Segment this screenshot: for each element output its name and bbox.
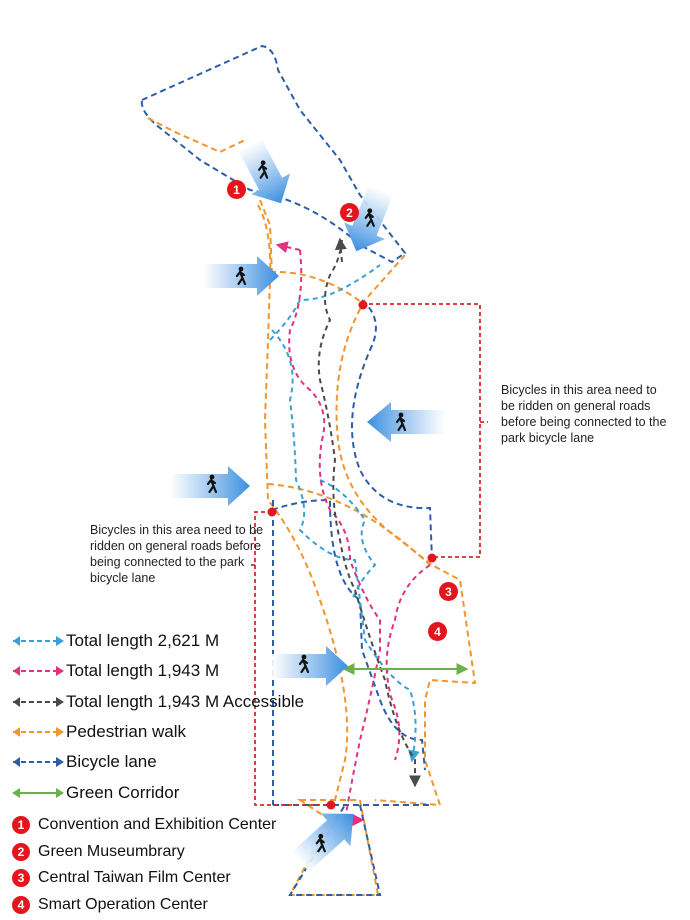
place-label: Central Taiwan Film Center	[38, 869, 231, 887]
map-badge-3: 3	[439, 582, 458, 601]
walk-west-edge	[257, 204, 349, 801]
route-2621-branch	[319, 479, 377, 601]
route-1943	[288, 249, 381, 826]
legend-place-3: 3 Central Taiwan Film Center	[12, 865, 304, 892]
map-badge-1: 1	[227, 180, 246, 199]
place-number-badge: 2	[12, 842, 30, 861]
entry-arrow-icon	[238, 138, 291, 204]
entry-arrow-icon	[170, 466, 250, 506]
legend-label: Green Corridor	[66, 782, 180, 802]
dashed-arrow-icon	[13, 696, 64, 707]
walk-cross-upper	[269, 270, 366, 306]
route-1943-start	[275, 241, 301, 253]
legend-label: Total length 1,943 M Accessible	[66, 691, 305, 711]
legend-label: Total length 2,621 M	[66, 631, 220, 651]
area-dot	[427, 553, 437, 563]
dashed-arrow-icon	[13, 727, 64, 738]
legend-item-route-accessible: Total length 1,943 M Accessible	[12, 687, 304, 717]
bike-area-note-upper: Bicycles in this area need to be ridden …	[501, 383, 667, 445]
place-label: Green Museumbrary	[38, 842, 185, 860]
entry-arrow-icon	[367, 402, 445, 442]
place-label: Smart Operation Center	[38, 895, 208, 913]
bike-area-note-lower: Bicycles in this area need to be ridden …	[90, 523, 264, 585]
route-2621	[269, 264, 416, 760]
legend-place-1: 1 Convention and Exhibition Center	[12, 812, 304, 839]
route-accessible-start	[334, 237, 347, 263]
dashed-arrow-icon	[13, 636, 64, 647]
legend-place-2: 2 Green Museumbrary	[12, 838, 304, 865]
map-badge-2: 2	[340, 203, 359, 222]
bike-lane-east	[351, 299, 433, 561]
entry-arrow-icon	[291, 813, 354, 872]
place-number-badge: 4	[12, 895, 30, 914]
legend-item-route-1943: Total length 1,943 M	[12, 656, 304, 686]
upper-site-walk-outline	[147, 117, 273, 276]
walk-east-edge	[335, 254, 477, 807]
map-badge-4: 4	[428, 622, 447, 641]
legend-item-bicycle-lane: Bicycle lane	[12, 747, 304, 777]
dashed-arrow-icon	[13, 757, 64, 768]
legend-label: Bicycle lane	[66, 752, 157, 772]
entry-arrow-icon	[272, 646, 348, 686]
bike-lane-mid	[271, 498, 426, 771]
bike-area-west	[248, 511, 330, 806]
legend-place-4: 4 Smart Operation Center	[12, 892, 304, 919]
legend-label: Total length 1,943 M	[66, 661, 220, 681]
place-label: Convention and Exhibition Center	[38, 816, 277, 834]
legend-item-pedestrian-walk: Pedestrian walk	[12, 717, 304, 747]
area-dot	[326, 800, 336, 810]
entry-arrow-icon	[344, 185, 394, 252]
dashed-arrow-icon	[13, 666, 64, 677]
entry-arrow-icon	[203, 256, 279, 296]
area-dot	[267, 507, 277, 517]
place-number-badge: 3	[12, 869, 30, 888]
legend-item-green-corridor: Green Corridor	[12, 777, 304, 807]
legend: Total length 2,621 M Total length 1,943 …	[12, 626, 304, 918]
area-dot	[358, 300, 368, 310]
legend-label: Pedestrian walk	[66, 722, 187, 742]
legend-item-route-2621: Total length 2,621 M	[12, 626, 304, 656]
route-1943-branch	[385, 564, 431, 761]
place-number-badge: 1	[12, 816, 30, 835]
double-arrow-icon	[12, 787, 64, 798]
route-accessible	[317, 239, 421, 788]
walk-cross-lower	[267, 483, 431, 566]
bike-area-east	[362, 303, 488, 558]
